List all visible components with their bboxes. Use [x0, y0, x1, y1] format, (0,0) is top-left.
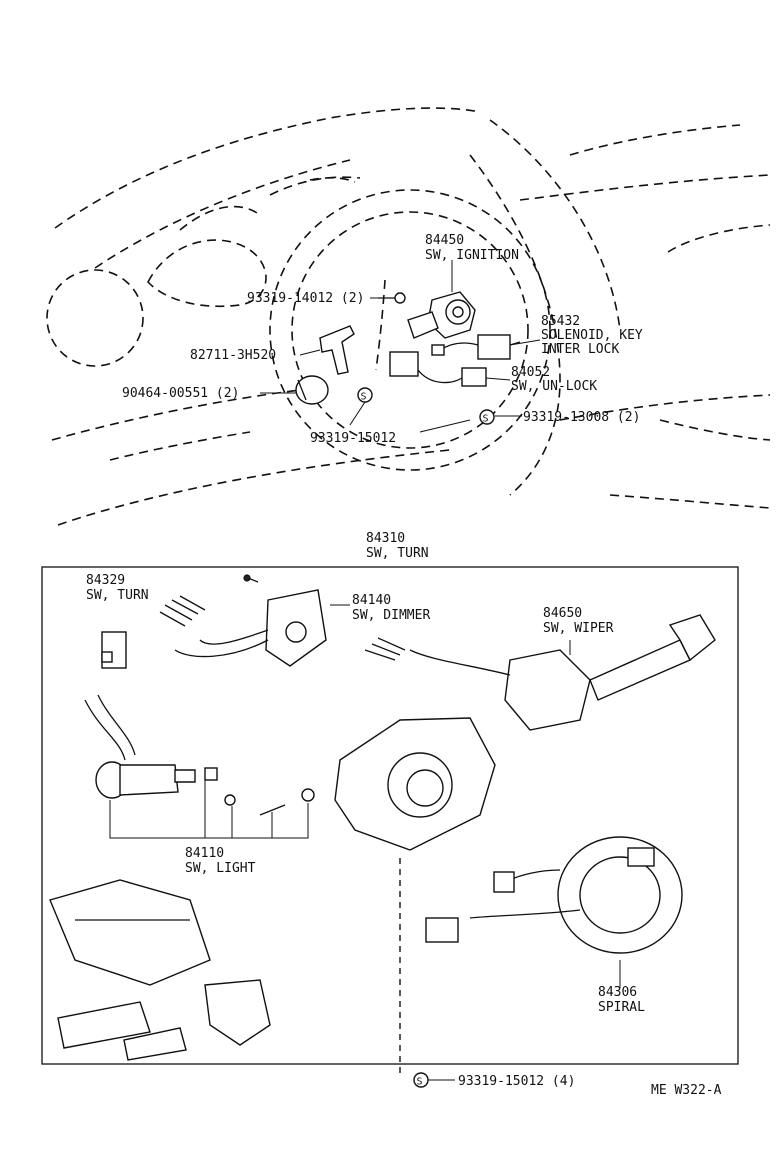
turn-switch-small	[101, 631, 127, 669]
callout-turn2-num: 84329	[86, 573, 125, 588]
bracket	[319, 325, 355, 375]
callout-ignition-num: 84450	[425, 233, 464, 248]
callout-dimmer-num: 84140	[352, 593, 391, 608]
callout-clip: 90464-00551 (2)	[122, 386, 239, 401]
callout-light-num: 84110	[185, 846, 224, 861]
callout-screw2: 93319-13008 (2)	[523, 410, 640, 425]
callout-screw1: 93319-14012 (2)	[247, 291, 364, 306]
leader-lines-top	[260, 260, 541, 433]
screw-symbol-top2: S	[479, 409, 495, 425]
callout-unlock-name: SW, UN-LOCK	[511, 379, 597, 394]
callout-light-name: SW, LIGHT	[185, 861, 256, 876]
dashboard-outline	[46, 107, 771, 526]
figure-reference: ME W322-A	[651, 1083, 722, 1098]
callout-turn-num: 84310	[366, 531, 405, 546]
callout-solenoid-num: 85432	[541, 314, 580, 329]
connector-housing	[49, 879, 211, 986]
connector-small	[57, 979, 271, 1061]
callout-turn-name: SW, TURN	[366, 546, 429, 561]
dimmer-switch	[159, 574, 327, 667]
callout-wiper-num: 84650	[543, 606, 582, 621]
unlock-switch	[389, 351, 487, 387]
screw-top	[378, 292, 406, 304]
screw-symbol-bottom: S	[413, 1072, 455, 1088]
callout-turn2-name: SW, TURN	[86, 588, 149, 603]
turn-switch-body	[334, 717, 496, 851]
spiral-cable	[425, 836, 683, 954]
callout-solenoid-name1: SOLENOID, KEY	[541, 328, 643, 343]
callout-bracket: 82711-3H520	[190, 348, 276, 363]
callout-spiral-num: 84306	[598, 985, 637, 1000]
callout-unlock-num: 84052	[511, 365, 550, 380]
svg-text:S: S	[361, 392, 367, 403]
turn-switch-assembly-box	[41, 566, 739, 1065]
callout-dimmer-name: SW, DIMMER	[352, 608, 430, 623]
clip	[295, 375, 329, 405]
wiper-switch	[364, 614, 716, 731]
callout-ignition-name: SW, IGNITION	[425, 248, 519, 263]
svg-text:S: S	[417, 1077, 423, 1088]
screw-symbol-top1: S	[357, 387, 373, 403]
svg-text:S: S	[483, 414, 489, 425]
callout-spiral-name: SPIRAL	[598, 1000, 645, 1015]
callout-solenoid-name2: INTER LOCK	[541, 342, 619, 357]
callout-screw3: 93319-15012	[310, 431, 396, 446]
ignition-switch	[407, 291, 476, 339]
callout-screw4: 93319-15012 (4)	[458, 1074, 575, 1089]
light-switch	[84, 694, 315, 839]
callout-wiper-name: SW, WIPER	[543, 621, 614, 636]
